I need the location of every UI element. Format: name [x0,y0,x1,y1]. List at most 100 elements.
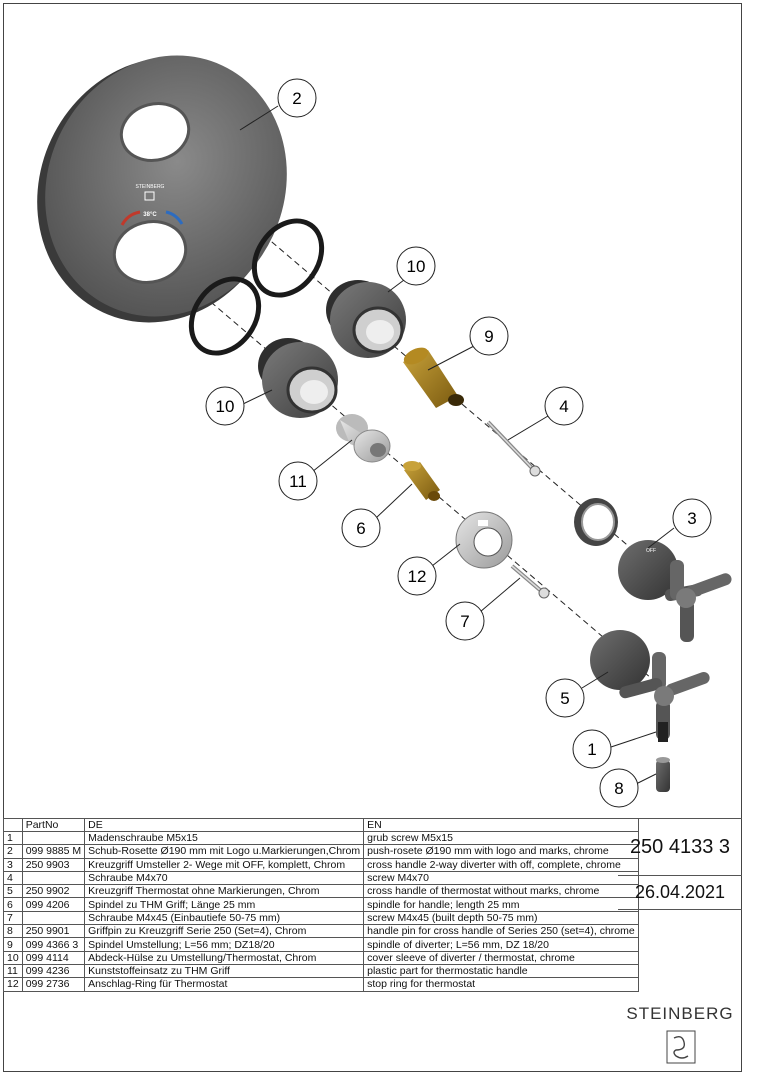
cell-partno: 099 2736 [21,977,86,992]
cell-no: 9 [3,937,23,952]
callout-label: 8 [614,779,623,798]
stop-ring [455,511,513,569]
callout-6: 6 [341,508,381,548]
cell-de: Abdeck-Hülse zu Umstellung/Thermostat, C… [84,950,365,965]
callout-label: 5 [560,689,569,708]
cell-no: 8 [3,924,23,939]
cell-en: handle pin for cross handle of Series 25… [363,924,639,939]
cell-de: Kreuzgriff Umsteller 2- Wege mit OFF, ko… [84,857,365,872]
callout-label: 12 [408,567,427,586]
svg-text:OFF: OFF [646,548,656,554]
rosette-temp-mark: 38°C [143,212,157,218]
callout-10-lower: 10 [205,386,245,426]
callout-leaders [239,105,675,785]
callout-label: 9 [484,327,493,346]
drawing-date: 26.04.2021 [618,876,742,910]
brand-block: STEINBERG [618,998,742,1072]
screw-m4x70 [486,420,541,477]
cell-partno: 250 9902 [21,884,86,899]
cell-no: 4 [3,870,23,886]
cell-partno [21,870,86,886]
header-no [3,818,23,832]
cell-de: Kunststoffeinsatz zu THM Griff [84,963,365,979]
cell-partno: 099 4236 [21,963,86,979]
drawing-frame [3,3,742,1072]
cell-de: Anschlag-Ring für Thermostat [84,977,365,992]
cell-en: spindle of diverter; L=56 mm, DZ 18/20 [363,937,639,952]
rosette-brand-mark: STEINBERG [136,184,165,190]
callout-10-upper: 10 [396,246,436,286]
handle-pin [656,757,670,792]
screw-m4x45 [510,564,550,599]
cover-sleeve-upper [326,280,406,358]
cell-partno [21,910,86,926]
callout-label: 1 [587,740,596,759]
cell-partno: 250 9901 [21,924,86,939]
cell-partno [21,830,86,846]
callout-label: 10 [216,397,235,416]
callout-label: 11 [289,472,307,491]
o-ring-lower [188,276,262,356]
parts-table-header: PartNo DE EN [3,818,639,832]
cell-en: grub screw M5x15 [363,830,639,846]
brand-logo-icon [666,1030,696,1064]
callout-3: 3 [672,498,712,538]
article-number: 250 4133 3 [618,818,742,876]
callout-label: 4 [559,397,568,416]
cell-no: 1 [3,830,23,846]
cell-de: Schraube M4x45 (Einbautiefe 50-75 mm) [84,910,365,926]
cell-en: plastic part for thermostatic handle [363,963,639,979]
cell-no: 11 [3,963,23,979]
callout-4: 4 [544,386,584,426]
callout-5: 5 [545,678,585,718]
cell-no: 12 [3,977,23,992]
cell-no: 3 [3,857,23,872]
cell-de: Griffpin zu Kreuzgriff Serie 250 (Set=4)… [84,924,365,939]
callout-1: 1 [572,729,612,769]
callout-2: 2 [277,78,317,118]
cell-partno: 099 4206 [21,897,86,912]
cell-partno: 099 4366 3 [21,937,86,952]
o-ring-upper [251,218,325,298]
cell-en: cross handle of thermostat without marks… [363,884,639,899]
cell-no: 6 [3,897,23,912]
cell-en: cross handle 2-way diverter with off, co… [363,857,639,872]
cell-en: push-rosete Ø190 mm with logo and marks,… [363,844,639,859]
cell-en: screw M4x45 (built depth 50-75 mm) [363,910,639,926]
cell-en: stop ring for thermostat [363,977,639,992]
cell-de: Spindel zu THM Griff; Länge 25 mm [84,897,365,912]
callout-label: 6 [356,519,365,538]
cell-partno: 250 9903 [21,857,86,872]
callout-label: 2 [292,89,301,108]
cover-sleeve-lower [258,338,338,418]
callout-12: 12 [397,556,437,596]
cell-partno: 099 9885 M [21,844,86,859]
exploded-view-drawing: STEINBERG 38°C [37,55,732,808]
cell-partno: 099 4114 [21,950,86,965]
brand-name: STEINBERG [626,1004,734,1023]
cell-en: screw M4x70 [363,870,639,886]
header-partno: PartNo [21,818,86,832]
cell-en: cover sleeve of diverter / thermostat, c… [363,950,639,965]
thermostat-spindle [403,461,440,501]
rosette: STEINBERG 38°C [37,55,287,323]
cell-no: 2 [3,844,23,859]
cell-de: Kreuzgriff Thermostat ohne Markierungen,… [84,884,365,899]
cross-handle-thermostat [590,630,710,740]
cell-de: Schub-Rosette Ø190 mm mit Logo u.Markier… [84,844,365,859]
callout-label: 7 [460,612,469,631]
diverter-spindle [403,347,464,408]
cell-no: 5 [3,884,23,899]
cell-en: spindle for handle; length 25 mm [363,897,639,912]
